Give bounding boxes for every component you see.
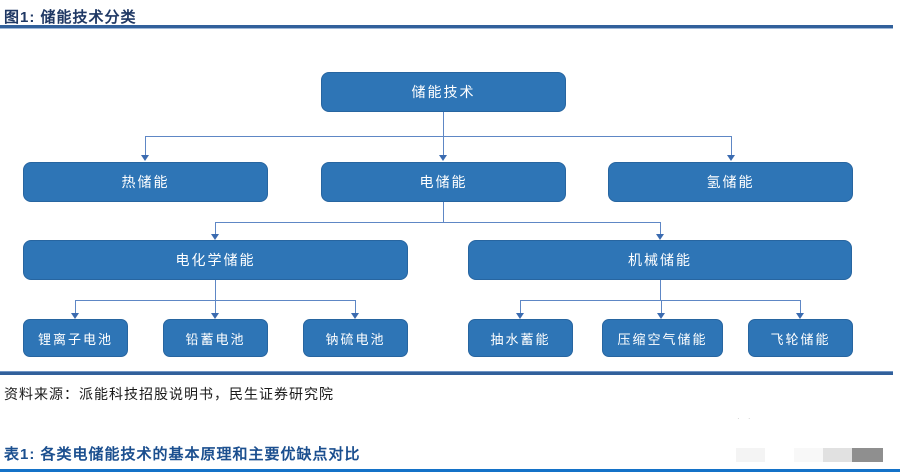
node-hydrogen-storage: 氢储能 — [608, 162, 853, 202]
arrow-down-icon — [211, 234, 219, 240]
connector-root-stem — [443, 112, 444, 136]
source-note: 资料来源：派能科技招股说明书，民生证券研究院 — [4, 386, 334, 402]
figure-title: 图1: 储能技术分类 — [4, 9, 137, 26]
node-compressed-air-storage: 压缩空气储能 — [602, 319, 723, 357]
node-lithium-ion-battery: 锂离子电池 — [23, 319, 128, 357]
arrow-down-icon — [727, 155, 735, 161]
node-lead-acid-battery: 铅蓄电池 — [163, 319, 268, 357]
arrow-down-icon — [656, 234, 664, 240]
arrow-down-icon — [141, 155, 149, 161]
connector-mechanical-bus — [520, 300, 801, 301]
node-electrochemical-storage: 电化学储能 — [23, 240, 408, 280]
watermark-square — [736, 448, 765, 462]
table-title-rule — [0, 469, 900, 472]
arrow-down-icon — [351, 313, 359, 319]
connector-electrical-stem — [443, 202, 444, 222]
node-electrical-storage: 电储能 — [321, 162, 566, 202]
node-mechanical-storage: 机械储能 — [468, 240, 852, 280]
arrow-down-icon — [211, 313, 219, 319]
watermark-square — [852, 448, 883, 462]
connector-level2-bus — [145, 136, 732, 137]
connector-drop-lithium — [75, 300, 76, 313]
connector-drop-lead — [215, 300, 216, 313]
connector-drop-flywheel — [800, 300, 801, 313]
watermark-square — [794, 448, 823, 462]
connector-mechanical-stem — [660, 280, 661, 300]
connector-drop-thermal — [145, 136, 146, 155]
arrow-down-icon — [657, 313, 665, 319]
arrow-down-icon — [516, 313, 524, 319]
figure-bottom-rule — [0, 371, 893, 375]
connector-drop-hydrogen — [731, 136, 732, 155]
watermark-square — [823, 448, 852, 462]
node-flywheel-storage: 飞轮储能 — [748, 319, 853, 357]
node-pumped-hydro-storage: 抽水蓄能 — [468, 319, 573, 357]
node-energy-storage-technology: 储能技术 — [321, 72, 566, 112]
connector-drop-electrical — [443, 136, 444, 155]
arrow-down-icon — [439, 155, 447, 161]
connector-level3-bus — [215, 222, 661, 223]
connector-drop-electrochemical — [215, 222, 216, 234]
node-sodium-sulfur-battery: 钠硫电池 — [303, 319, 408, 357]
watermark-dots: · · — [737, 414, 754, 423]
figure-title-rule — [0, 25, 893, 29]
connector-drop-pumped — [520, 300, 521, 313]
arrow-down-icon — [71, 313, 79, 319]
connector-drop-sodium — [355, 300, 356, 313]
arrow-down-icon — [796, 313, 804, 319]
connector-drop-mechanical — [660, 222, 661, 234]
table-title: 表1: 各类电储能技术的基本原理和主要优缺点对比 — [4, 446, 361, 463]
node-thermal-storage: 热储能 — [23, 162, 268, 202]
connector-electrochemical-stem — [215, 280, 216, 300]
connector-drop-compressed — [661, 300, 662, 313]
